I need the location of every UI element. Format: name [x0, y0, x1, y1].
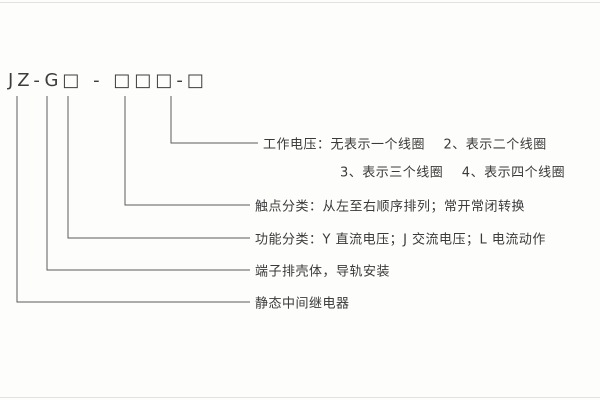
label-housing: 端子排壳体，导轨安装 — [255, 264, 391, 280]
label-working-voltage-line1: 工作电压：无表示一个线圈 2、表示二个线圈 — [263, 137, 547, 153]
label-working-voltage-line2: 3、表示三个线圈 4、表示四个线圈 — [340, 165, 566, 181]
label-contact-classification: 触点分类：从左至右顺序排列；常开常闭转换 — [255, 199, 526, 215]
page-edge-bottom — [0, 397, 600, 398]
connector-working-voltage — [170, 96, 258, 144]
label-function-classification: 功能分类：Y 直流电压；J 交流电压；L 电流动作 — [255, 232, 546, 248]
label-relay-type: 静态中间继电器 — [255, 296, 350, 312]
connector-contact — [124, 96, 250, 206]
connector-housing — [46, 96, 250, 271]
model-code: JZ-G□ - □□□-□ — [8, 70, 208, 91]
connector-relay-type — [16, 96, 250, 303]
connector-function — [67, 96, 250, 239]
page-edge-top — [0, 2, 600, 3]
